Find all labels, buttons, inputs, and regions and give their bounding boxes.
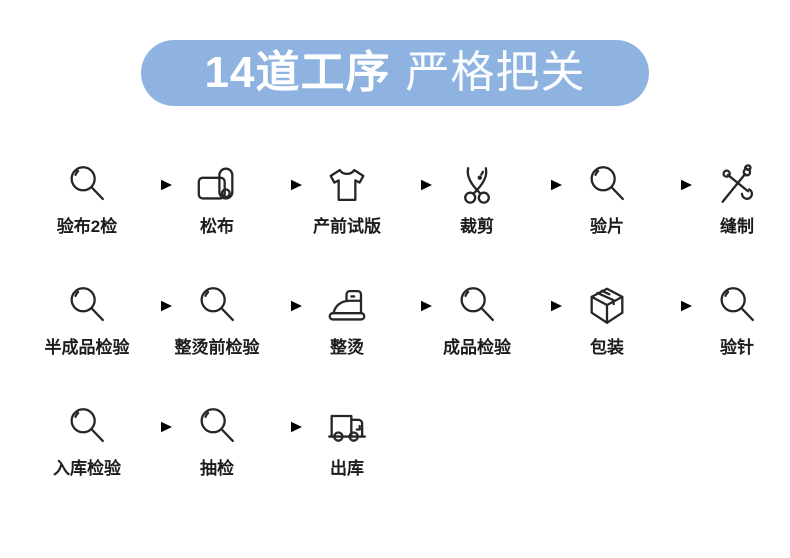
step-label: 出库 [330,459,364,478]
process-row-1: 验布2检 松布 产前试版 裁剪 验片 缝制 [42,162,790,237]
magnifier-icon [714,283,760,329]
step-fabric-relaxing: 松布 [172,162,262,237]
arrow-right-icon [652,300,692,312]
magnifier-icon [454,283,500,329]
step-label: 产前试版 [313,217,381,236]
magnifier-icon [584,162,630,208]
arrow-right-icon [392,179,432,191]
step-finished-product-inspection: 成品检验 [432,283,522,358]
step-fabric-inspection: 验布2检 [42,162,132,237]
arrow-right-icon [262,179,302,191]
arrow-right-icon [132,421,172,433]
process-row-2: 半成品检验 整烫前检验 整烫 成品检验 包装 验针 [42,283,790,358]
banner-bold-text: 14道工序 [204,48,391,97]
magnifier-icon [64,162,110,208]
step-warehouse-in-inspection: 入库检验 [42,404,132,479]
iron-icon [324,283,370,329]
step-label: 半成品检验 [44,338,130,357]
step-packaging: 包装 [562,283,652,358]
magnifier-icon [194,283,240,329]
step-label: 验布2检 [56,217,118,236]
needle-thread-icon [714,162,760,208]
arrow-right-icon [392,300,432,312]
arrow-right-icon [132,300,172,312]
step-label: 松布 [200,217,234,236]
step-needle-detection: 验针 [692,283,782,358]
arrow-right-icon [652,179,692,191]
step-piece-inspection: 验片 [562,162,652,237]
step-label: 抽检 [200,459,234,478]
box-icon [584,283,630,329]
magnifier-icon [64,404,110,450]
step-label: 缝制 [720,217,754,236]
step-label: 入库检验 [53,459,121,478]
step-label: 验针 [720,338,754,357]
step-pre-ironing-inspection: 整烫前检验 [172,283,262,358]
fabric-roll-icon [194,162,240,208]
arrow-right-icon [522,179,562,191]
tshirt-icon [324,162,370,208]
process-row-3: 入库检验 抽检 出库 [42,404,790,479]
step-pre-production-sample: 产前试版 [302,162,392,237]
arrow-right-icon [522,300,562,312]
arrow-right-icon [262,300,302,312]
step-label: 包装 [590,338,624,357]
step-ironing: 整烫 [302,283,392,358]
process-flow: 验布2检 松布 产前试版 裁剪 验片 缝制 半成品检验 [0,162,790,479]
banner-14-processes: 14道工序 严格把关 [141,40,649,106]
scissors-icon [454,162,500,208]
step-semi-finished-inspection: 半成品检验 [42,283,132,358]
step-label: 整烫 [330,338,364,357]
step-label: 裁剪 [460,217,494,236]
arrow-right-icon [262,421,302,433]
truck-icon [324,404,370,450]
magnifier-icon [64,283,110,329]
step-label: 整烫前检验 [174,338,260,357]
arrow-right-icon [132,179,172,191]
step-label: 成品检验 [443,338,511,357]
step-label: 验片 [590,217,624,236]
step-sewing: 缝制 [692,162,782,237]
step-cutting: 裁剪 [432,162,522,237]
magnifier-icon [194,404,240,450]
step-random-inspection: 抽检 [172,404,262,479]
banner-light-text: 严格把关 [405,48,586,97]
step-warehouse-out: 出库 [302,404,392,479]
